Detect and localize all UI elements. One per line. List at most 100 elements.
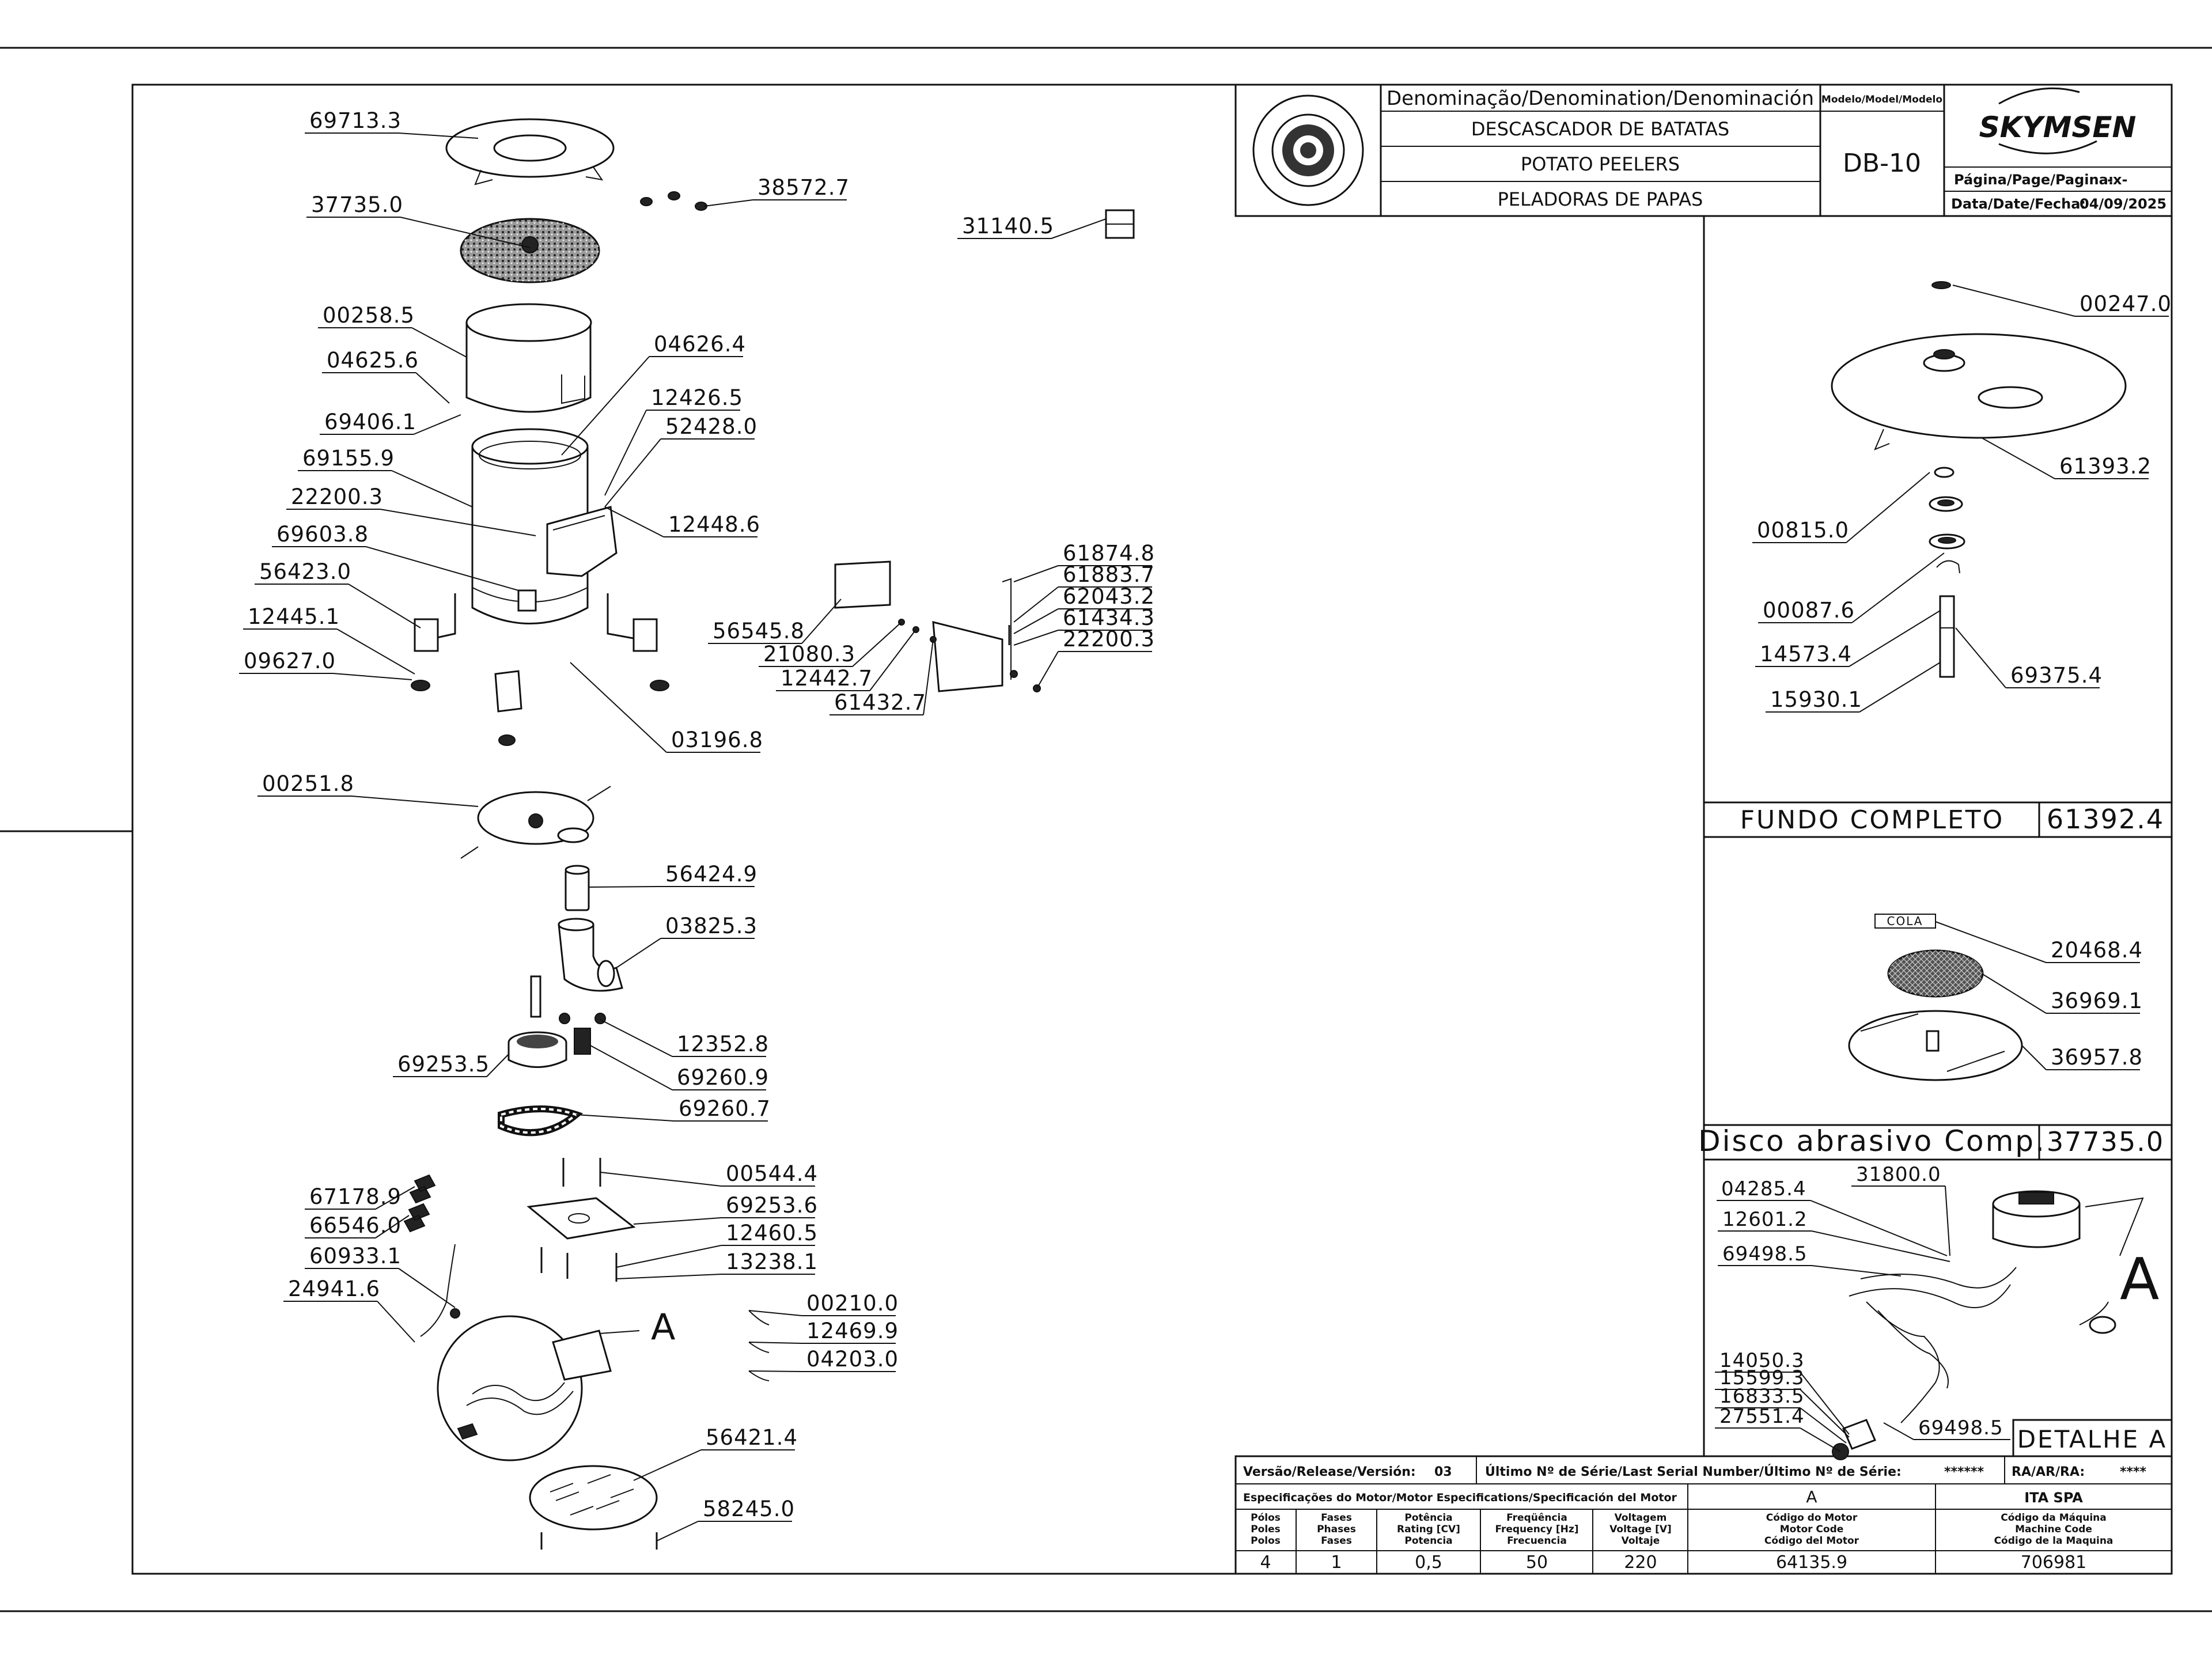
spec-col-phases: Fases Phases Fases 1 xyxy=(1317,1512,1356,1573)
part-number-label: 36969.1 xyxy=(2051,988,2143,1013)
poles-value: 4 xyxy=(1260,1552,1271,1573)
part-number-label: 12460.5 xyxy=(726,1221,818,1245)
disco-code: 37735.0 xyxy=(2047,1126,2164,1157)
phases-label-pt: Fases xyxy=(1321,1512,1352,1524)
part-number-label: 22200.3 xyxy=(291,484,383,509)
leader-line xyxy=(656,1521,699,1541)
part-number-label: 20468.4 xyxy=(2051,938,2143,963)
part-number-label: 58245.0 xyxy=(703,1497,795,1521)
leader-line xyxy=(575,1114,675,1122)
disco-title: Disco abrasivo Comp. xyxy=(1698,1124,2046,1158)
rating-label-pt: Potência xyxy=(1404,1512,1452,1524)
leader-line xyxy=(1810,1200,1948,1256)
part-number-label: 12445.1 xyxy=(248,604,340,629)
leader-line xyxy=(415,372,450,404)
leader-line xyxy=(380,509,536,536)
part-number-label: 15599.3 xyxy=(1719,1366,1805,1389)
detail-marker-zoom: A xyxy=(2120,1245,2159,1313)
ra-value: **** xyxy=(2120,1465,2147,1479)
leader-line xyxy=(703,199,753,207)
leader-line xyxy=(1051,218,1107,239)
sheet-frame xyxy=(0,47,2212,1612)
spec-col-rating: Potência Rating [CV] Potencia 0,5 xyxy=(1397,1512,1460,1573)
part-number-label: 69260.9 xyxy=(677,1065,769,1090)
leader-line xyxy=(351,796,479,807)
leader-line xyxy=(570,662,667,753)
frequency-value: 50 xyxy=(1526,1552,1548,1573)
motor-spec-header: Especificações do Motor/Motor Especifica… xyxy=(1243,1491,1677,1504)
leader-line xyxy=(2021,1045,2047,1070)
leader-line xyxy=(365,546,519,591)
serial-label: Último Nº de Série/Last Serial Number/Úl… xyxy=(1485,1464,1902,1479)
leader-line xyxy=(1800,1389,1850,1438)
part-number-label: 12352.8 xyxy=(677,1032,769,1056)
detail-part-labels: 04285.431800.012601.269498.514050.315599… xyxy=(1715,1163,2010,1452)
leader-line xyxy=(1935,921,2047,963)
part-number-label: 69253.6 xyxy=(726,1193,818,1218)
page-label: Página/Page/Pagina: xyxy=(1954,172,2113,188)
fundo-part-labels: 00247.061393.200815.000087.614573.469375… xyxy=(1752,285,2171,713)
leader-line xyxy=(600,1172,722,1187)
part-number-label: 12601.2 xyxy=(1722,1208,1808,1231)
part-number-label: 52428.0 xyxy=(665,414,757,439)
leader-line xyxy=(852,622,902,667)
leader-line xyxy=(869,629,916,691)
motor-code-label-pt: Código do Motor xyxy=(1766,1512,1858,1524)
spec-col-frequency: Freqüência Frequency [Hz] Frecuencia 50 xyxy=(1495,1512,1578,1573)
part-number-label: 38572.7 xyxy=(757,175,850,200)
part-number-label: 31140.5 xyxy=(962,214,1054,238)
part-number-label: 12426.5 xyxy=(651,385,743,410)
main-part-labels: 69713.337735.038572.731140.500258.504625… xyxy=(239,108,1107,1541)
leader-line xyxy=(1952,285,2075,317)
detalhe-title: DETALHE A xyxy=(2017,1425,2168,1453)
name-pt: DESCASCADOR DE BATATAS xyxy=(1471,118,1729,140)
leader-line xyxy=(600,1019,673,1057)
part-number-label: 04625.6 xyxy=(327,348,419,373)
leader-line xyxy=(1013,565,1059,582)
model-header: Modelo/Model/Modelo xyxy=(1821,94,1942,105)
part-number-label: 13238.1 xyxy=(726,1249,818,1274)
machine-code-label-es: Código de la Maquina xyxy=(1994,1535,2113,1547)
part-number-label: 00815.0 xyxy=(1757,518,1849,543)
ra-label: RA/AR/RA: xyxy=(2012,1465,2085,1479)
leader-line xyxy=(1849,610,1941,667)
part-number-label: 04203.0 xyxy=(806,1347,899,1372)
part-number-label: 56423.0 xyxy=(259,559,351,584)
part-number-label: 00544.4 xyxy=(726,1161,818,1186)
part-number-label: 15930.1 xyxy=(1770,687,1862,712)
part-number-label: 56545.8 xyxy=(713,619,805,643)
leader-line xyxy=(616,938,661,968)
part-number-label: 09627.0 xyxy=(244,649,336,673)
part-number-label: 00210.0 xyxy=(806,1291,899,1316)
part-number-label: 69260.7 xyxy=(679,1096,771,1121)
leader-line xyxy=(375,1215,410,1238)
spec-col-poles: Pólos Poles Polos 4 xyxy=(1251,1512,1281,1573)
leader-line xyxy=(1013,630,1059,646)
leader-line xyxy=(1013,586,1059,623)
part-number-label: 62043.2 xyxy=(1063,584,1155,609)
part-number-label: 03825.3 xyxy=(665,914,757,938)
leader-line xyxy=(391,470,473,507)
leader-line xyxy=(616,1245,722,1268)
part-number-label: 22200.3 xyxy=(1063,627,1155,652)
leader-line xyxy=(400,217,531,248)
part-number-label: 61883.7 xyxy=(1063,562,1155,587)
leader-line xyxy=(1883,1422,1914,1440)
leader-line xyxy=(411,327,467,358)
leader-line xyxy=(375,1186,415,1210)
leader-line xyxy=(801,599,842,644)
part-number-label: 61393.2 xyxy=(2059,454,2152,479)
motor-code-label-es: Código del Motor xyxy=(1764,1535,1859,1547)
part-number-label: 67178.9 xyxy=(309,1184,402,1209)
machine-code-label-en: Machine Code xyxy=(2015,1524,2092,1535)
leader-line xyxy=(1811,1230,1950,1262)
page-value: -x- xyxy=(2107,172,2127,188)
leader-line xyxy=(1013,608,1059,634)
part-number-label: 60933.1 xyxy=(309,1244,402,1268)
poles-label-en: Poles xyxy=(1251,1524,1281,1535)
leader-line xyxy=(1859,662,1941,713)
leader-line xyxy=(486,1054,509,1077)
part-number-label: 69498.5 xyxy=(1918,1416,2003,1440)
version-value: 03 xyxy=(1434,1465,1452,1479)
motor-code-value: 64135.9 xyxy=(1776,1552,1847,1573)
